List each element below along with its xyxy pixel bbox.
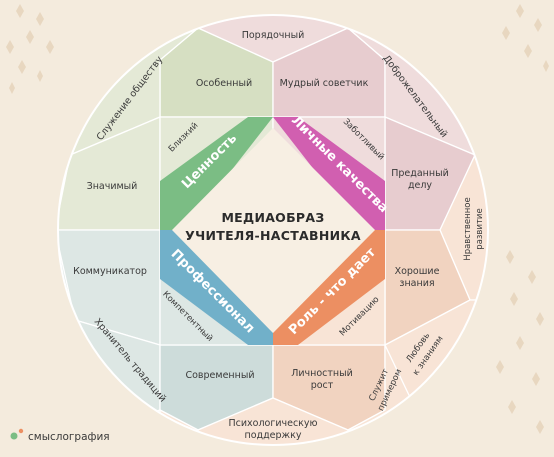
center-title-line-1: МЕДИАОБРАЗ [221, 210, 324, 225]
label-lichnostny-1: Личностный [291, 368, 353, 379]
logo-text: смыслография [28, 431, 110, 443]
band-value [160, 117, 273, 230]
center-diamond [172, 128, 375, 333]
logo-dot-icon [10, 432, 18, 440]
label-kommunikator: Коммуникатор [73, 266, 147, 277]
band-personal [273, 117, 385, 230]
label-poryadochny: Порядочный [242, 30, 305, 41]
wheel-outline [57, 14, 489, 446]
sparkle-decoration-left [6, 4, 54, 94]
center-title-line-2: УЧИТЕЛЯ-НАСТАВНИКА [185, 228, 361, 243]
label-mudry: Мудрый советчик [280, 78, 369, 89]
label-znachimy: Значимый [87, 181, 138, 192]
label-predanny-1: Преданный [391, 168, 449, 179]
label-predanny-2: делу [408, 180, 432, 191]
logo: смыслография [10, 428, 110, 443]
band-professional [160, 230, 273, 345]
label-osobenny: Особенный [196, 78, 252, 89]
label-nravstvennoe-2: развитие [475, 208, 485, 249]
segment-nravstvennoe [439, 154, 488, 301]
label-nravstvennoe-1: Нравственное [463, 197, 473, 260]
label-lichnostny-2: рост [311, 380, 334, 391]
label-sovremenny: Современный [185, 370, 254, 381]
label-psikhologicheskuyu-1: Психологическую [228, 418, 317, 429]
label-khoroshie-1: Хорошие [395, 266, 440, 277]
label-khoroshie-2: знания [399, 278, 434, 289]
band-role [273, 230, 385, 345]
logo-dot-small-icon [18, 428, 24, 434]
wheel-body [58, 15, 488, 445]
sparkle-decoration-right [496, 4, 549, 434]
label-psikhologicheskuyu-2: поддержку [245, 430, 302, 441]
